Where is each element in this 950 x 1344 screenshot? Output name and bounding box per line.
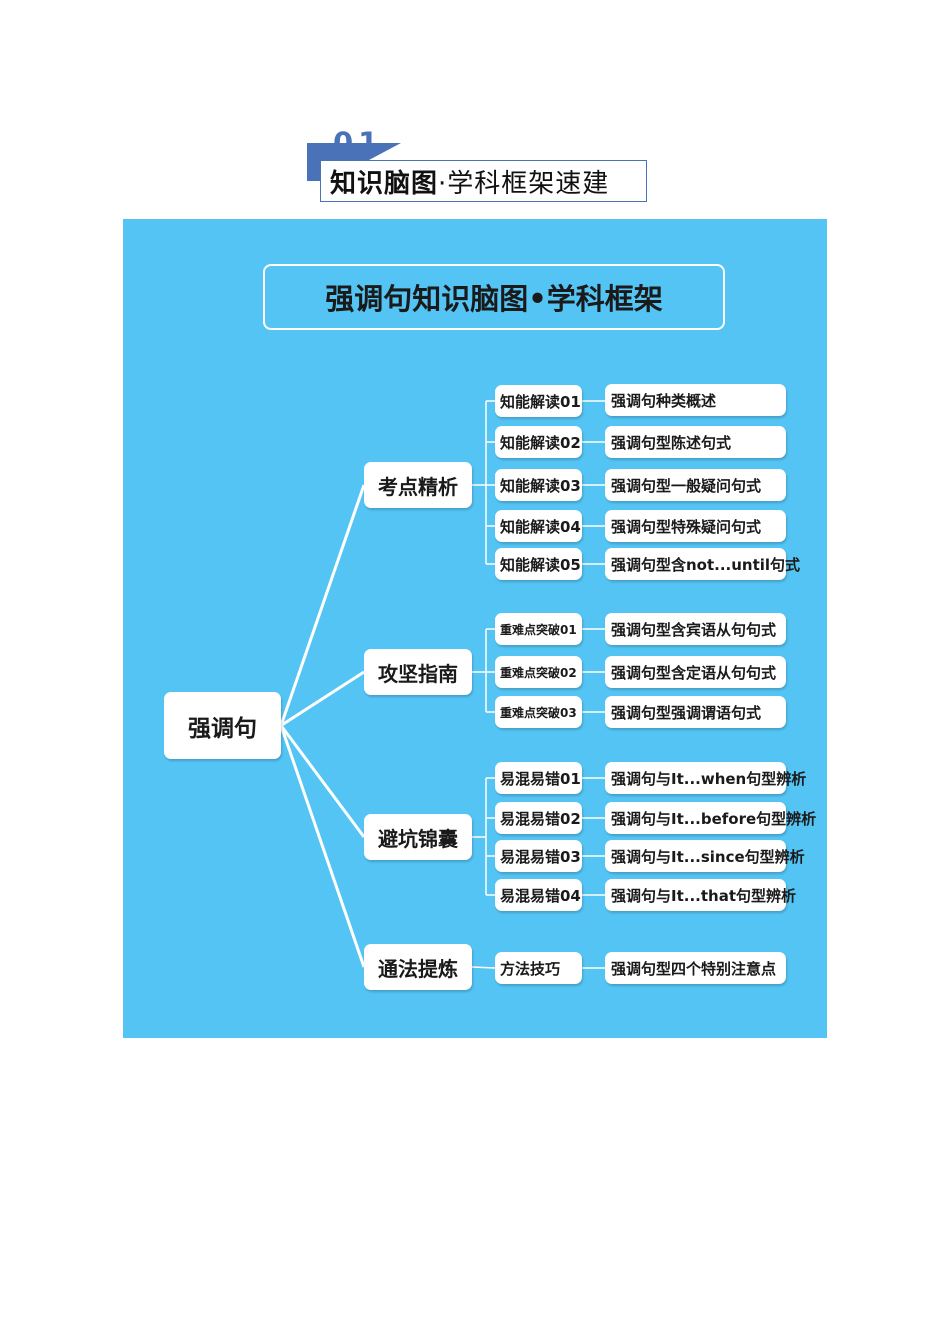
root-node: 强调句 [164, 692, 281, 759]
item-node: 重难点突破01 [495, 613, 582, 645]
leaf-node: 强调句型陈述句式 [605, 426, 786, 458]
category-node: 避坑锦囊 [364, 814, 472, 860]
leaf-node: 强调句与It...since句型辨析 [605, 840, 805, 872]
section-title-bold: 知识脑图 [330, 168, 439, 199]
mindmap-panel: 强调句知识脑图•学科框架 强调句 考点精析 攻坚指南 避坑锦囊 通法提炼 知能解… [123, 219, 827, 1038]
connector-lines [279, 400, 605, 969]
connector-line [279, 484, 366, 726]
section-number: 01 [333, 126, 384, 160]
connector-line [279, 724, 366, 838]
item-node: 易混易错03 [495, 840, 582, 872]
item-node: 知能解读05 [495, 548, 582, 580]
connector-line [279, 725, 366, 968]
category-node: 考点精析 [364, 462, 472, 508]
item-node: 知能解读03 [495, 469, 582, 501]
leaf-node: 强调句与It...when句型辨析 [605, 762, 806, 794]
item-node: 重难点突破02 [495, 656, 582, 688]
section-title-rest: ·学科框架速建 [438, 168, 610, 199]
leaf-node: 强调句型含定语从句句式 [605, 656, 786, 688]
item-node: 知能解读04 [495, 510, 582, 542]
item-node: 易混易错02 [495, 802, 582, 834]
section-tab-slope [369, 143, 401, 160]
item-node: 方法技巧 [495, 952, 582, 984]
leaf-node: 强调句型含宾语从句句式 [605, 613, 786, 645]
item-node: 知能解读01 [495, 385, 582, 417]
item-node: 重难点突破03 [495, 696, 582, 728]
category-node: 通法提炼 [364, 944, 472, 990]
item-node: 知能解读02 [495, 426, 582, 458]
item-node: 易混易错01 [495, 762, 582, 794]
leaf-node: 强调句与It...that句型辨析 [605, 879, 796, 911]
leaf-node: 强调句型一般疑问句式 [605, 469, 786, 501]
leaf-node: 强调句型含not...until句式 [605, 548, 800, 580]
connector-line [471, 966, 496, 969]
leaf-node: 强调句与It...before句型辨析 [605, 802, 816, 834]
connector-line [280, 670, 365, 727]
section-title: 知识脑图·学科框架速建 [320, 160, 647, 202]
item-node: 易混易错04 [495, 879, 582, 911]
leaf-node: 强调句型强调谓语句式 [605, 696, 786, 728]
leaf-node: 强调句型四个特别注意点 [605, 952, 786, 984]
leaf-node: 强调句型特殊疑问句式 [605, 510, 786, 542]
mindmap-title: 强调句知识脑图•学科框架 [263, 264, 725, 330]
category-node: 攻坚指南 [364, 649, 472, 695]
leaf-node: 强调句种类概述 [605, 384, 786, 416]
